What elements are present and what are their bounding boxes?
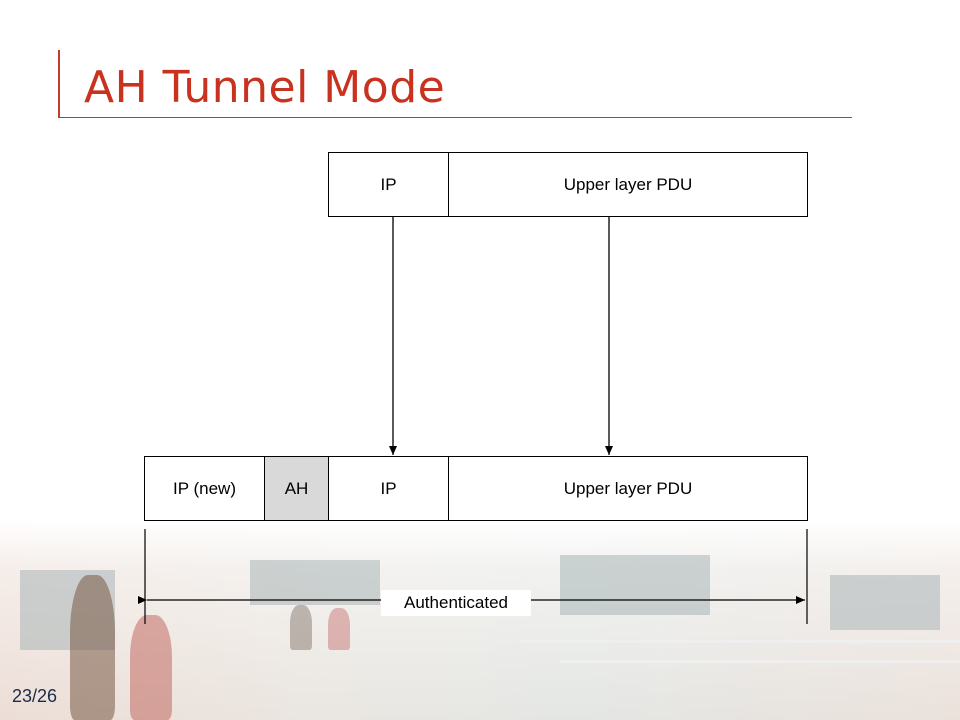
authenticated-label: Authenticated bbox=[381, 590, 531, 616]
photo-railing bbox=[520, 640, 960, 643]
title-underline bbox=[58, 117, 852, 118]
background-photo bbox=[0, 520, 960, 720]
photo-person bbox=[328, 608, 350, 650]
new-ip-header-field: IP (new) bbox=[144, 456, 265, 521]
photo-person bbox=[130, 615, 172, 720]
photo-railing bbox=[560, 660, 960, 663]
photo-person bbox=[70, 575, 115, 720]
photo-person bbox=[290, 605, 312, 650]
photo-window bbox=[830, 575, 940, 630]
original-ip-field: IP bbox=[328, 152, 449, 217]
page-number: 23/26 bbox=[12, 686, 58, 706]
ah-header-field: AH bbox=[264, 456, 329, 521]
photo-window bbox=[560, 555, 710, 615]
title-accent-vertical bbox=[58, 50, 60, 118]
inner-pdu-field: Upper layer PDU bbox=[448, 456, 808, 521]
original-pdu-field: Upper layer PDU bbox=[448, 152, 808, 217]
slide-title: AH Tunnel Mode bbox=[84, 62, 446, 113]
